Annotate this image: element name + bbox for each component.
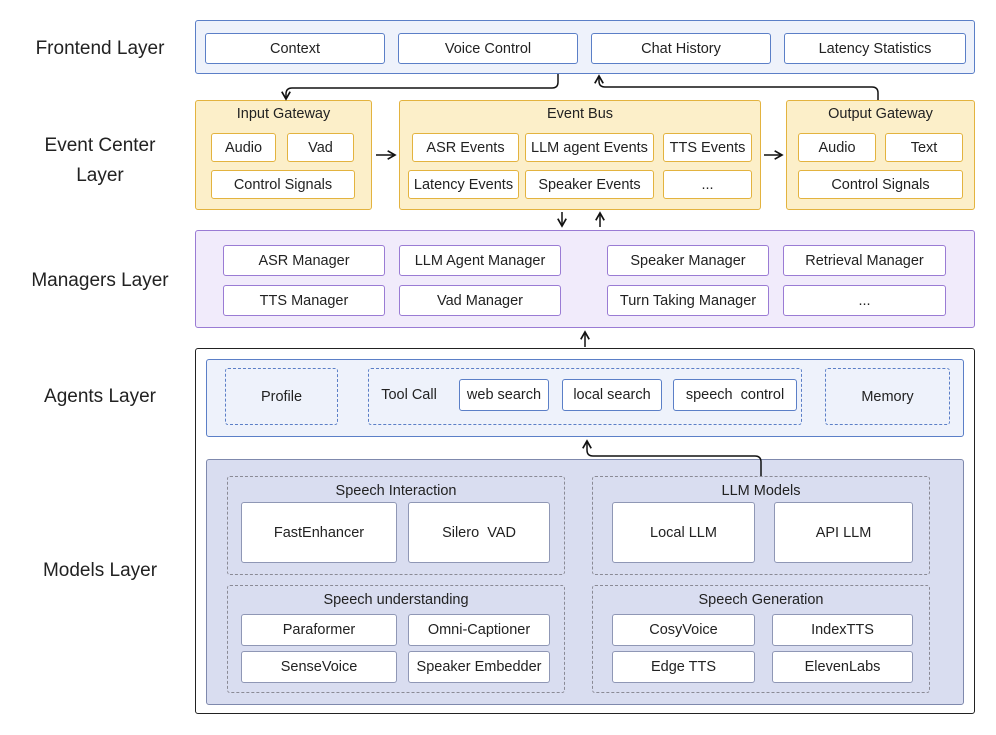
input-audio-box: Audio [211,133,276,162]
asr-events-box: ASR Events [412,133,519,162]
more-events-box: ... [663,170,752,199]
input-gateway-title: Input Gateway [236,106,331,122]
speech-generation-group [592,585,930,693]
input-vad-box: Vad [287,133,354,162]
llm-models-title: LLM Models [721,483,801,499]
turn-taking-manager-box: Turn Taking Manager [607,285,769,316]
speech-understanding-group [227,585,565,693]
profile-box: Profile [225,368,338,425]
latency-statistics-box: Latency Statistics [784,33,966,64]
edge-tts-box: Edge TTS [612,651,755,683]
managers-layer-label: Managers Layer [31,270,169,291]
event-center-layer-label: Event Center Layer [10,131,190,191]
local-search-box: local search [562,379,662,411]
tts-events-box: TTS Events [663,133,752,162]
llm-agent-manager-box: LLM Agent Manager [399,245,561,276]
api-llm-box: API LLM [774,502,913,563]
output-audio-box: Audio [798,133,876,162]
frontend-layer-label: Frontend Layer [35,38,165,59]
speech-understanding-title: Speech understanding [323,592,469,608]
arrow-output-to-frontend [594,74,879,100]
arrow-frontend-to-input [281,74,559,101]
speaker-manager-box: Speaker Manager [607,245,769,276]
fastenhancer-box: FastEnhancer [241,502,397,563]
vad-manager-box: Vad Manager [399,285,561,316]
speech-interaction-title: Speech Interaction [335,483,457,499]
local-llm-box: Local LLM [612,502,755,563]
cosyvoice-box: CosyVoice [612,614,755,646]
llm-models-group [592,476,930,575]
arrow-models-to-agents [582,439,762,476]
models-layer-label: Models Layer [42,560,158,581]
indextts-box: IndexTTS [772,614,913,646]
silero-vad-box: Silero VAD [408,502,550,563]
output-text-box: Text [885,133,963,162]
paraformer-box: Paraformer [241,614,397,646]
tool-call-label: Tool Call [381,387,437,403]
memory-box: Memory [825,368,950,425]
latency-events-box: Latency Events [408,170,519,199]
event-center-label-line2: Layer [76,165,124,186]
tts-manager-box: TTS Manager [223,285,385,316]
speech-generation-title: Speech Generation [698,592,824,608]
event-center-label-line1: Event Center [44,135,156,156]
speaker-embedder-box: Speaker Embedder [408,651,550,683]
more-managers-box: ... [783,285,946,316]
agents-layer-label: Agents Layer [44,386,156,407]
speaker-events-box: Speaker Events [525,170,654,199]
llm-agent-events-box: LLM agent Events [525,133,654,162]
sensevoice-box: SenseVoice [241,651,397,683]
asr-manager-box: ASR Manager [223,245,385,276]
speech-interaction-group [227,476,565,575]
output-gateway-title: Output Gateway [828,106,933,122]
tool-call-group [368,368,802,425]
context-box: Context [205,33,385,64]
omni-captioner-box: Omni-Captioner [408,614,550,646]
chat-history-box: Chat History [591,33,771,64]
input-control-signals-box: Control Signals [211,170,355,199]
retrieval-manager-box: Retrieval Manager [783,245,946,276]
elevenlabs-box: ElevenLabs [772,651,913,683]
web-search-box: web search [459,379,549,411]
output-control-signals-box: Control Signals [798,170,963,199]
voice-control-box: Voice Control [398,33,578,64]
event-bus-title: Event Bus [546,106,614,122]
speech-control-box: speech control [673,379,797,411]
